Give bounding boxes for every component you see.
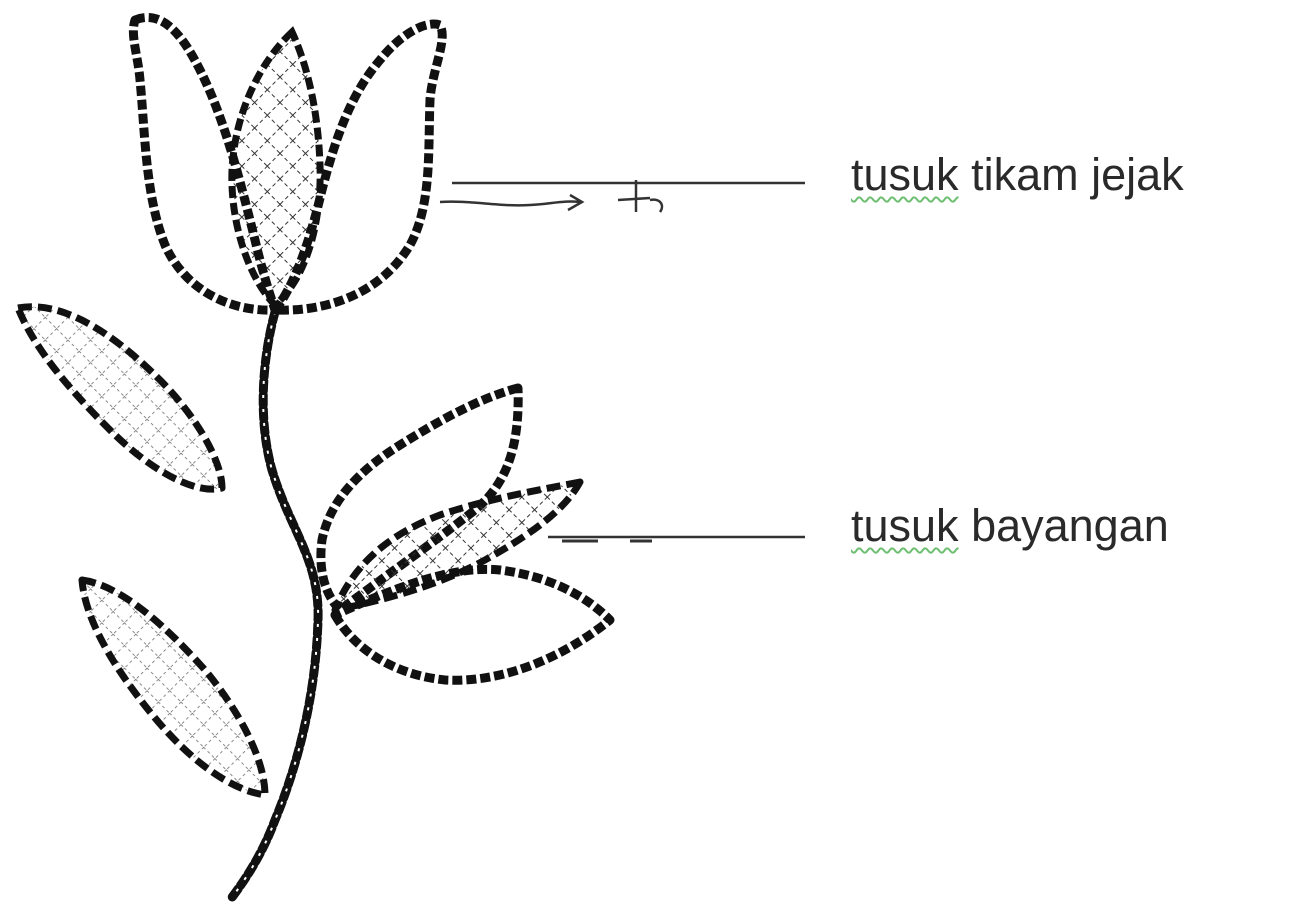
stem <box>230 312 318 900</box>
top-leader <box>440 180 805 212</box>
label-bottom-underlined-word: tusuk <box>851 500 959 551</box>
label-top-rest: tikam jejak <box>959 149 1184 200</box>
lower-left-leaf <box>82 580 265 795</box>
bottom-leader <box>548 537 805 541</box>
top-flower-center-petal <box>232 32 320 305</box>
top-flower <box>133 17 442 310</box>
label-top-underlined-word: tusuk <box>851 149 959 200</box>
upper-left-leaf <box>18 307 222 489</box>
label-bottom-rest: bayangan <box>959 500 1169 551</box>
label-tusuk-tikam-jejak: tusuk tikam jejak <box>851 152 1184 197</box>
side-flower <box>321 388 610 680</box>
side-flower-middle-petal <box>335 482 580 610</box>
label-tusuk-bayangan: tusuk bayangan <box>851 503 1169 548</box>
